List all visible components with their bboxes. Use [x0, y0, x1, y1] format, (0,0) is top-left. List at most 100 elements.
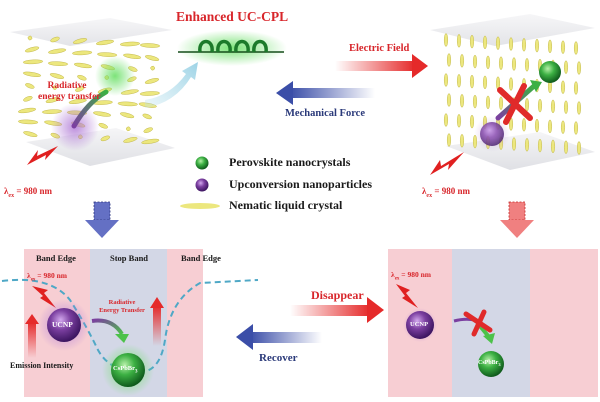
liquid-crystal-molecule — [525, 58, 530, 72]
emission-arrow-right — [150, 297, 164, 308]
ucnp-sphere — [47, 308, 81, 342]
liquid-crystal-molecule — [538, 138, 543, 153]
blocked-transfer-arrow — [483, 333, 495, 344]
transfer-line1: Radiative — [108, 299, 136, 306]
cspbbr-text: CsPbBr — [113, 365, 136, 372]
liquid-crystal-molecule — [473, 54, 478, 69]
radiative-transfer-label: Radiative energy transfer — [38, 81, 101, 103]
energy-transfer-arrow — [91, 318, 124, 336]
liquid-crystal-molecule — [483, 35, 488, 50]
liquid-crystal-molecule — [522, 118, 527, 132]
disappear-arrow — [290, 297, 384, 323]
laser-bolt-icon — [27, 146, 58, 165]
cpl-loop — [216, 39, 232, 53]
liquid-crystal-molecule — [509, 77, 514, 91]
dashed-stop-band-curve — [1, 278, 259, 374]
cspbbr-subscript: 3 — [135, 369, 138, 375]
emission-arrow-left — [25, 314, 39, 324]
liquid-crystal-molecule — [548, 119, 553, 134]
cpl-loop — [198, 39, 214, 53]
transfer-line2: Energy Transfer — [99, 307, 145, 314]
perovskite-sphere — [539, 61, 561, 83]
liquid-crystal-molecule — [47, 61, 69, 66]
liquid-crystal-molecule — [512, 57, 517, 71]
liquid-crystal-molecule — [577, 61, 582, 75]
liquid-crystal-molecule — [22, 71, 42, 77]
liquid-crystal-molecule — [150, 65, 155, 71]
laser-bolt-icon — [430, 152, 464, 175]
cpl-loop — [252, 39, 268, 53]
band-edge-right — [167, 249, 203, 397]
liquid-crystal-molecule — [139, 91, 160, 96]
liquid-crystal-molecule — [100, 135, 111, 142]
liquid-crystal-molecule — [447, 93, 452, 107]
liquid-crystal-molecule — [486, 95, 491, 110]
liquid-crystal-molecule — [561, 80, 566, 94]
wavelength-value: = 980 nm — [432, 186, 470, 196]
liquid-crystal-molecule — [22, 59, 44, 65]
liquid-crystal-molecule — [444, 33, 449, 47]
perovskite-glow — [95, 56, 135, 96]
perovskite-sphere — [478, 351, 504, 377]
liquid-crystal-molecule — [577, 101, 582, 115]
wavelength-value: = 980 nm — [35, 271, 67, 280]
left-cell — [10, 18, 175, 166]
mechanical-force-label: Mechanical Force — [285, 108, 365, 119]
red-cross-icon — [497, 83, 533, 125]
band-edge-label-left: Band Edge — [36, 253, 76, 263]
liquid-crystal-molecule — [470, 74, 475, 89]
liquid-crystal-molecule — [143, 127, 153, 133]
liquid-crystal-molecule — [460, 54, 465, 68]
liquid-crystal-molecule — [23, 131, 38, 137]
liquid-crystal-molecule — [27, 35, 33, 41]
liquid-crystal-molecule — [123, 137, 138, 143]
excitation-label-top-right: λex = 980 nm — [422, 186, 470, 199]
cspbbr-subscript: 3 — [498, 362, 501, 368]
liquid-crystal-molecule — [535, 38, 540, 53]
purple-sphere-icon — [195, 178, 209, 192]
liquid-crystal-molecule — [551, 139, 556, 154]
electric-field-label: Electric Field — [349, 43, 410, 54]
liquid-crystal-molecule — [25, 83, 35, 89]
liquid-crystal-molecule — [525, 98, 530, 112]
liquid-crystal-molecule — [574, 121, 579, 135]
wavelength-value: = 980 nm — [14, 186, 52, 196]
liquid-crystal-molecule — [18, 119, 39, 125]
liquid-crystal-molecule — [499, 56, 504, 70]
liquid-crystal-molecule — [48, 48, 67, 54]
radiative-transfer-line2: energy transfer — [38, 92, 101, 102]
cpl-loop — [234, 39, 250, 53]
liquid-crystal-molecule — [483, 75, 488, 90]
liquid-crystal-molecule — [72, 50, 93, 56]
ucnp-sphere — [406, 311, 434, 339]
liquid-crystal-molecule — [525, 138, 530, 152]
liquid-crystal-molecule — [512, 137, 517, 151]
liquid-crystal-molecule — [460, 94, 465, 108]
laser-bolt-icon — [32, 286, 56, 308]
bottom-left-panel — [1, 249, 259, 397]
liquid-crystal-molecule — [509, 37, 514, 51]
down-arrow-blue — [85, 201, 119, 238]
liquid-crystal-molecule — [577, 141, 582, 155]
liquid-crystal-molecule — [564, 100, 569, 114]
liquid-crystal-molecule — [447, 133, 452, 147]
liquid-crystal-molecule — [73, 62, 92, 69]
perovskite-sphere — [111, 353, 145, 387]
ucnp-glow — [474, 116, 510, 152]
wavelength-value: = 980 nm — [399, 270, 431, 279]
lambda-symbol: λ — [391, 270, 395, 279]
liquid-crystal-molecule — [142, 113, 152, 120]
uc-cpl-title: Enhanced UC-CPL — [176, 9, 289, 24]
liquid-crystal-molecule — [24, 46, 40, 53]
liquid-crystal-molecule — [457, 74, 462, 88]
liquid-crystal-molecule — [144, 55, 160, 61]
energy-transfer-rod — [71, 89, 109, 129]
liquid-crystal-molecule — [486, 55, 491, 70]
liquid-crystal-molecule — [457, 34, 462, 48]
legend-perovskite-label: Perovskite nanocrystals — [229, 155, 351, 169]
cspbbr-text: CsPbBr — [478, 360, 499, 366]
liquid-crystal-molecule — [77, 75, 87, 81]
liquid-crystal-molecule — [139, 43, 161, 48]
liquid-crystal-molecule — [444, 73, 449, 87]
cyan-curved-arrow — [145, 62, 198, 108]
